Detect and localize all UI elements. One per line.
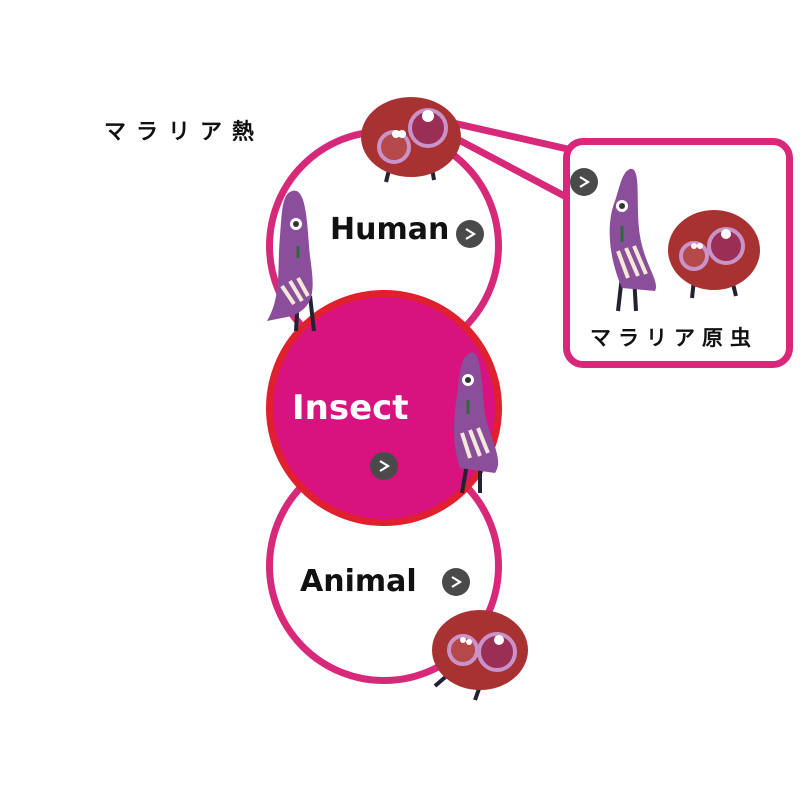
plasmodium-character-insect bbox=[454, 352, 499, 494]
animal-label: Animal bbox=[300, 564, 417, 599]
malaria-fever-label: マラリア熱 bbox=[104, 120, 265, 145]
plasmodium-character-human bbox=[267, 190, 316, 332]
plasmodium-character-callout bbox=[609, 168, 657, 312]
plasmodium-label: マラリア原虫 bbox=[590, 326, 758, 350]
red-blood-cell-character-animal bbox=[432, 610, 528, 701]
animal-arrow-button[interactable] bbox=[442, 568, 470, 596]
red-blood-cell-character-callout bbox=[668, 210, 760, 299]
human-label: Human bbox=[330, 212, 450, 247]
red-blood-cell-character-top bbox=[361, 97, 461, 183]
insect-arrow-button[interactable] bbox=[370, 452, 398, 480]
chevron-right-icon bbox=[579, 176, 591, 188]
callout-arrow-button[interactable] bbox=[570, 168, 598, 196]
human-arrow-button[interactable] bbox=[456, 220, 484, 248]
chevron-right-icon bbox=[465, 228, 477, 240]
chevron-right-icon bbox=[451, 576, 463, 588]
insect-label: Insect bbox=[292, 388, 409, 428]
chevron-right-icon bbox=[379, 460, 391, 472]
